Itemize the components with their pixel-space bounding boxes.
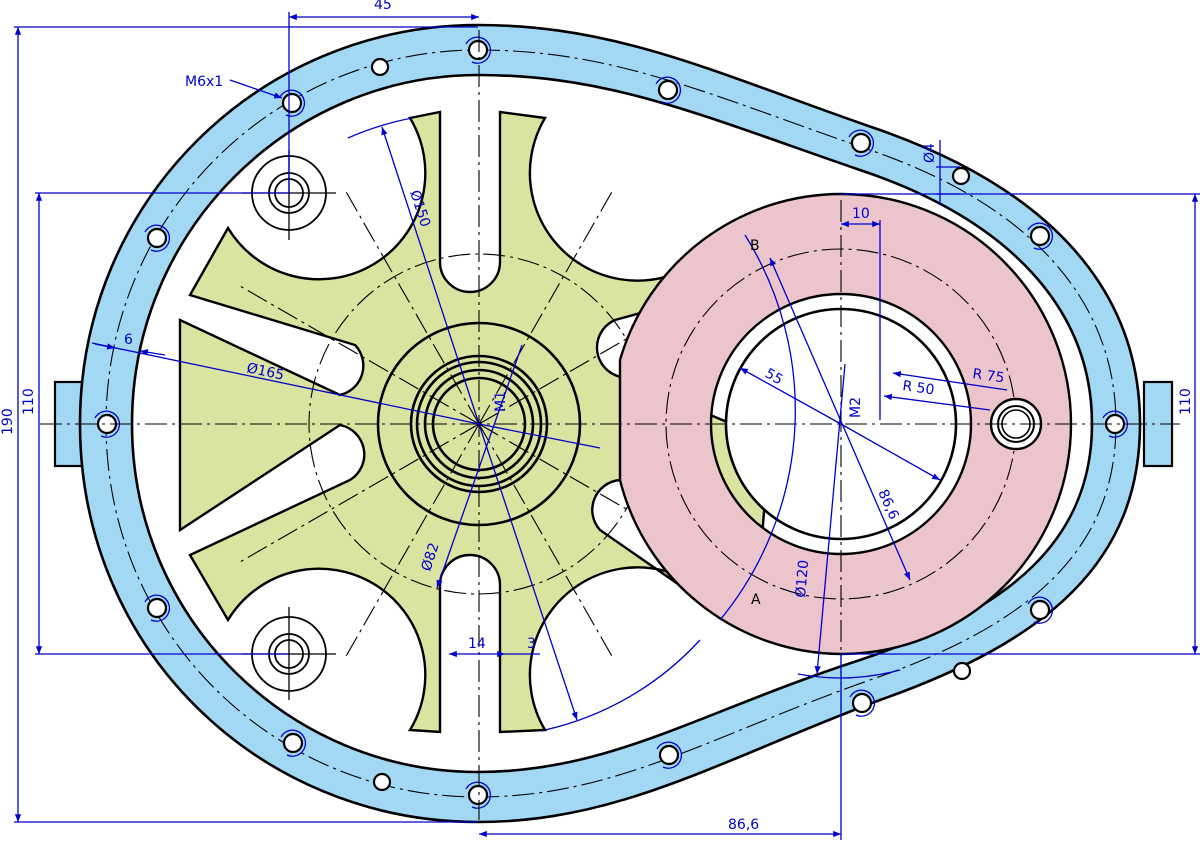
bolt-hole [657, 79, 679, 101]
bolt-circle [105, 49, 1117, 798]
bolt-hole [146, 597, 168, 619]
label-m2: M2 [848, 397, 864, 418]
bolt-hole [951, 166, 971, 186]
dim-wall: 6 [124, 332, 133, 348]
dim-slot-width: 14 [468, 636, 486, 652]
dim-center-distance: 86,6 [728, 817, 759, 833]
label-point-b: B [750, 238, 760, 254]
bolt-hole [851, 692, 873, 714]
dim-height-110-right: 110 [1178, 388, 1194, 415]
bolt-holes [96, 39, 1126, 806]
dim-height-110-left: 110 [21, 388, 37, 415]
dim-45: 45 [374, 0, 392, 13]
dim-r50: R 50 [901, 378, 935, 398]
bolt-hole [467, 784, 489, 806]
bolt-hole [282, 732, 304, 754]
dim-height-190: 190 [0, 408, 16, 435]
bolt-hole [1029, 599, 1051, 621]
dimensions [14, 12, 1200, 840]
label-m1: M1 [493, 391, 509, 412]
dim-rim-width: 3 [527, 636, 536, 652]
label-point-a: A [751, 592, 761, 608]
dim-hole-dia: Ø4 [922, 143, 938, 163]
bolt-hole [372, 772, 392, 792]
dim-dia165: Ø165 [245, 360, 285, 383]
dim-dia120: Ø120 [793, 559, 812, 598]
dim-thread: M6x1 [185, 74, 223, 90]
dim-slot-offset: 10 [852, 206, 870, 222]
bolt-hole [658, 744, 680, 766]
dim-radius55: 55 [762, 366, 785, 389]
dim-r75: R 75 [971, 366, 1005, 386]
bolt-hole [1029, 225, 1051, 247]
bolt-hole [281, 92, 303, 114]
bolt-hole-threads [94, 36, 1129, 809]
bolt-hole [467, 39, 489, 61]
bolt-hole [146, 227, 168, 249]
bolt-hole [952, 661, 972, 681]
bolt-hole [370, 57, 390, 77]
bolt-hole [850, 132, 872, 154]
